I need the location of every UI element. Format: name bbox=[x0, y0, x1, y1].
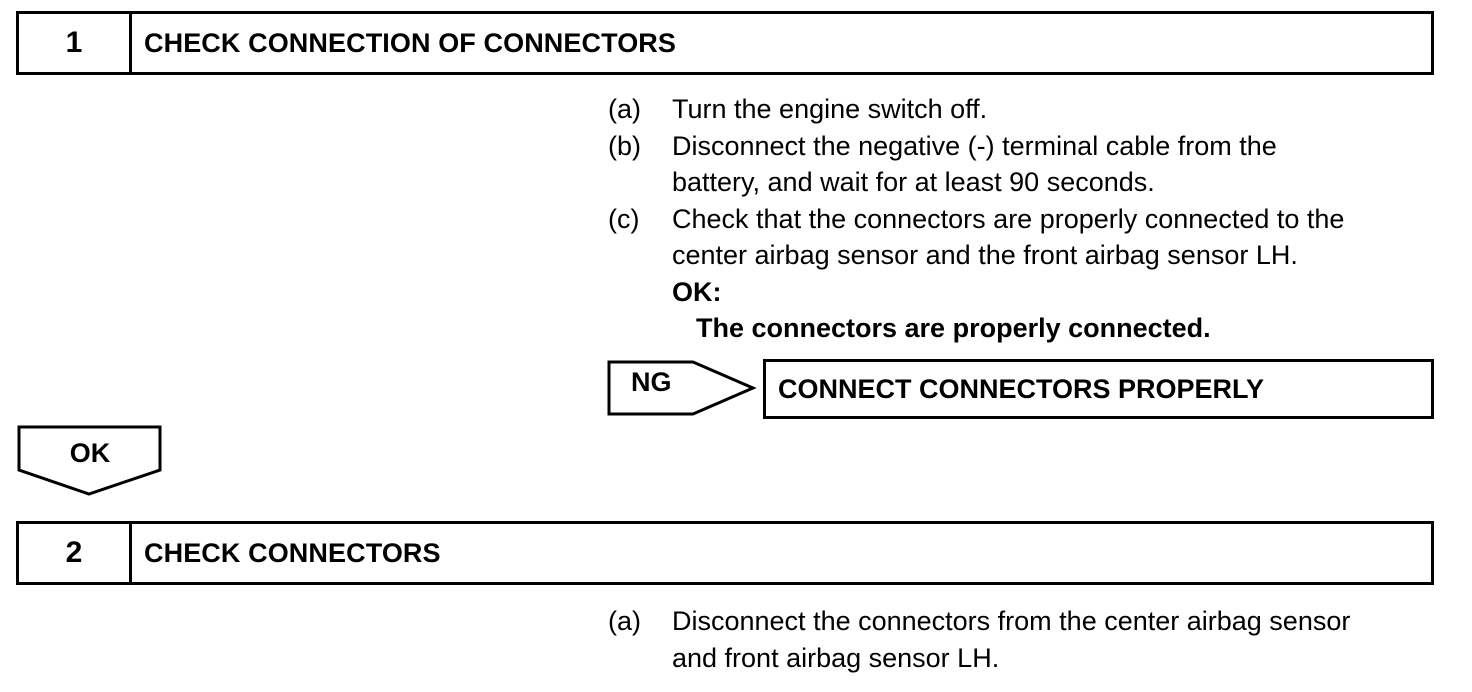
step-2-number: 2 bbox=[19, 524, 132, 582]
step-2-header: 2 CHECK CONNECTORS bbox=[16, 521, 1434, 585]
instruction-line: Turn the engine switch off. bbox=[672, 94, 988, 124]
ok-criteria-detail: The connectors are properly connected. bbox=[696, 313, 1211, 343]
instruction-letter: (b) bbox=[608, 130, 641, 161]
instruction-line: Disconnect the connectors from the cente… bbox=[672, 606, 1351, 636]
instruction-b: (b) Disconnect the negative (-) terminal… bbox=[608, 128, 1344, 201]
ng-arrow: NG bbox=[607, 359, 767, 417]
instruction-line: Check that the connectors are properly c… bbox=[672, 203, 1345, 234]
ok-criteria-label: OK: bbox=[672, 276, 722, 307]
instruction-line: Disconnect the negative (-) terminal cab… bbox=[672, 130, 1277, 161]
instruction-text: Check that the connectors are properly c… bbox=[672, 201, 1344, 274]
instruction-line: and front airbag sensor LH. bbox=[672, 642, 1000, 673]
instruction-text: Disconnect the connectors from the cente… bbox=[672, 603, 1350, 676]
step-1-title: CHECK CONNECTION OF CONNECTORS bbox=[144, 27, 677, 58]
instruction-a: (a) Turn the engine switch off. bbox=[608, 91, 1344, 128]
ok-label: OK bbox=[69, 438, 111, 468]
instruction-letter: (a) bbox=[608, 606, 641, 636]
instruction-text: Disconnect the negative (-) terminal cab… bbox=[672, 128, 1344, 201]
ok-arrow: OK bbox=[16, 424, 164, 498]
step-1-instructions: (a) Turn the engine switch off. (b) Disc… bbox=[608, 91, 1344, 347]
step-1-number: 1 bbox=[19, 14, 132, 72]
step-1-header: 1 CHECK CONNECTION OF CONNECTORS bbox=[16, 11, 1434, 75]
instruction-line: battery, and wait for at least 90 second… bbox=[672, 167, 1155, 197]
ng-label: NG bbox=[631, 367, 672, 397]
ok-arrow-shape bbox=[17, 425, 162, 496]
step-2-instructions: (a) Disconnect the connectors from the c… bbox=[608, 603, 1350, 676]
instruction-a: (a) Disconnect the connectors from the c… bbox=[608, 603, 1350, 676]
instruction-letter: (a) bbox=[608, 94, 641, 124]
step-2-title: CHECK CONNECTORS bbox=[144, 537, 441, 568]
ng-arrow-shape bbox=[607, 360, 757, 416]
instruction-letter: (c) bbox=[608, 203, 640, 234]
instruction-text: Turn the engine switch off. bbox=[672, 91, 1344, 128]
ng-action-box: CONNECT CONNECTORS PROPERLY bbox=[763, 359, 1434, 419]
instruction-c: (c) Check that the connectors are proper… bbox=[608, 201, 1344, 274]
instruction-line: center airbag sensor and the front airba… bbox=[672, 240, 1298, 270]
